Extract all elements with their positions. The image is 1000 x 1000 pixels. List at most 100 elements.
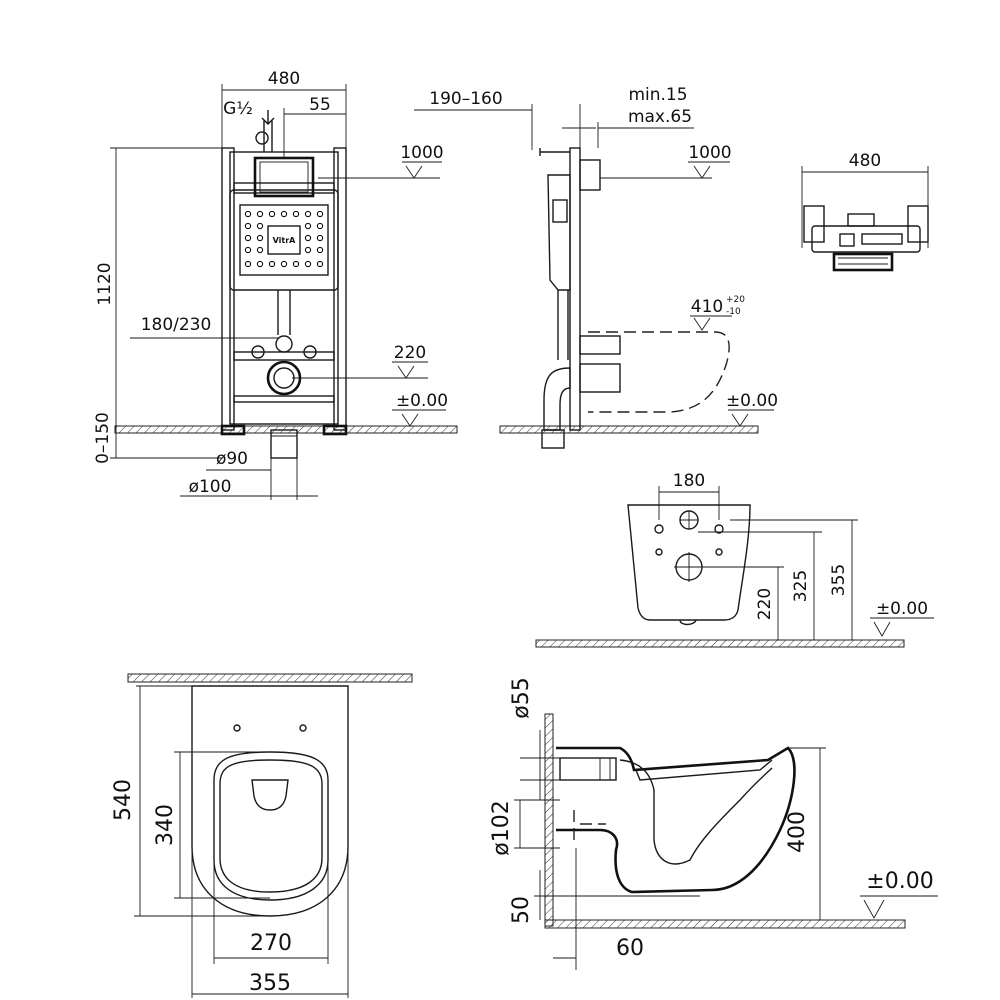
- bowl-back-foot: [679, 619, 697, 626]
- dim-front-width: 480: [268, 69, 300, 89]
- dim-connector: G½: [223, 99, 253, 119]
- bowl-outline-dashed: [588, 331, 730, 413]
- frame-post-left: [221, 147, 235, 431]
- drain-outlet-inner: [273, 367, 295, 389]
- dim-bowl-section-height: 400: [785, 811, 810, 853]
- dim-side-depth: 190–160: [429, 89, 502, 109]
- bowl-section-inner: [619, 759, 773, 865]
- frame-post-right: [333, 147, 347, 431]
- front-view: VitrA: [93, 69, 458, 500]
- back-hole-left: [655, 548, 663, 556]
- side-cistern: [547, 174, 571, 291]
- dim-outlet-dia: ø102: [489, 800, 514, 855]
- bowl-back-outline: [627, 504, 751, 621]
- side-flush-connector: [579, 335, 621, 355]
- foot-left: [220, 424, 246, 436]
- side-drain-elbow: [543, 367, 571, 431]
- dim-frame-height: 1120: [95, 262, 115, 305]
- drain-pipe: [270, 429, 298, 459]
- flush-plate-inner: [259, 161, 309, 193]
- top-view: 480: [801, 151, 929, 272]
- dim-bowl-width: 355: [249, 971, 291, 996]
- bolt-left: [251, 345, 265, 359]
- top-cistern: [811, 225, 921, 253]
- dim-bolts-height: 355: [829, 564, 849, 596]
- dim-inlet-dia: ø55: [509, 677, 534, 718]
- dim-outlet-height: 220: [755, 588, 775, 620]
- side-drain-pipe: [541, 429, 565, 449]
- dim-bolt-spacing: 180: [673, 471, 705, 491]
- logo-plate: [267, 225, 301, 255]
- side-floor-hatch: [499, 425, 759, 434]
- dim-seat-length: 340: [153, 804, 178, 846]
- section-dimensions: [514, 730, 938, 970]
- level-front-mid: 220: [394, 343, 426, 363]
- dim-top-width: 480: [849, 151, 881, 171]
- dim-bowl-height: 410: [691, 297, 723, 317]
- inlet-valve: [255, 131, 269, 145]
- top-drain-connector: [832, 252, 894, 272]
- back-bolt-right: [714, 524, 724, 534]
- bowl-section-outline: [556, 746, 796, 894]
- top-bracket-right: [907, 205, 929, 243]
- dim-outlet-height: 50: [509, 896, 534, 924]
- dim-wall-offset: 60: [616, 936, 644, 961]
- side-view: 190–160 min.15 max.65 1000 410 +20 -10 ±…: [414, 85, 778, 449]
- service-panel: [239, 204, 329, 276]
- level-front-top: 1000: [400, 143, 443, 163]
- dim-seat-width: 270: [250, 931, 292, 956]
- bowl-bolt-left: [233, 724, 241, 732]
- cistern: [229, 189, 339, 291]
- bowl-top-view: 540 340 270 355: [111, 673, 413, 998]
- top-inlet: [839, 233, 855, 247]
- side-flush-pipe: [557, 290, 569, 360]
- level-section-zero: ±0.00: [866, 869, 933, 894]
- dim-floor-adjust: 0–150: [93, 412, 113, 464]
- water-inlet-pipe: [263, 120, 273, 152]
- back-bolt-left: [654, 524, 664, 534]
- side-dimensions: [414, 104, 774, 427]
- flush-connector: [275, 335, 293, 353]
- dim-wall-min: min.15: [628, 85, 687, 105]
- inlet-arrow-icon: [261, 110, 275, 125]
- dim-inlet-height: 325: [791, 570, 811, 602]
- cross-rail: [233, 351, 335, 361]
- bowl-rim: [635, 759, 773, 781]
- side-frame-post: [569, 147, 581, 431]
- top-panel: [861, 233, 903, 245]
- seat-outline: [213, 751, 329, 901]
- level-back-zero: ±0.00: [876, 599, 928, 619]
- section-outlet-axis: [573, 810, 606, 840]
- bowl-back-view: 180 220 325 355 ±0.00: [535, 471, 934, 648]
- panel-holes: [244, 210, 324, 268]
- level-side-top: 1000: [688, 143, 731, 163]
- seat-inner: [219, 759, 323, 893]
- dim-bowl-tol-minus: -10: [726, 307, 741, 317]
- top-flush-box: [847, 213, 875, 227]
- bowl-top-dimensions: [134, 685, 349, 998]
- section-wall-hatch: [544, 713, 554, 927]
- back-floor-hatch: [535, 639, 905, 648]
- bowl-bolt-right: [299, 724, 307, 732]
- side-top-rod: [539, 148, 570, 156]
- foot-right: [322, 424, 348, 436]
- bottom-rail: [233, 395, 335, 403]
- dim-pipe-outer: ø100: [189, 477, 232, 497]
- bolt-right: [303, 345, 317, 359]
- flush-pipe: [277, 290, 291, 335]
- dim-pipe-inner: ø90: [216, 449, 248, 469]
- dim-offset: 55: [309, 95, 331, 115]
- brand-logo: VitrA: [273, 236, 297, 245]
- top-wall-hatch: [127, 673, 413, 683]
- side-valve: [552, 199, 568, 223]
- dim-pipe-spacing: 180/230: [141, 315, 212, 335]
- top-bracket-left: [803, 205, 825, 243]
- bowl-top-outline: [191, 685, 349, 917]
- dim-bowl-length: 540: [111, 779, 136, 821]
- side-drain-connector: [579, 363, 621, 393]
- section-floor-hatch: [544, 919, 906, 929]
- seat-hinge-cutout: [251, 779, 289, 811]
- bowl-section-view: ø55 ø102 400 50 60 ±0.00: [489, 677, 938, 970]
- cistern-top-bar: [233, 182, 335, 194]
